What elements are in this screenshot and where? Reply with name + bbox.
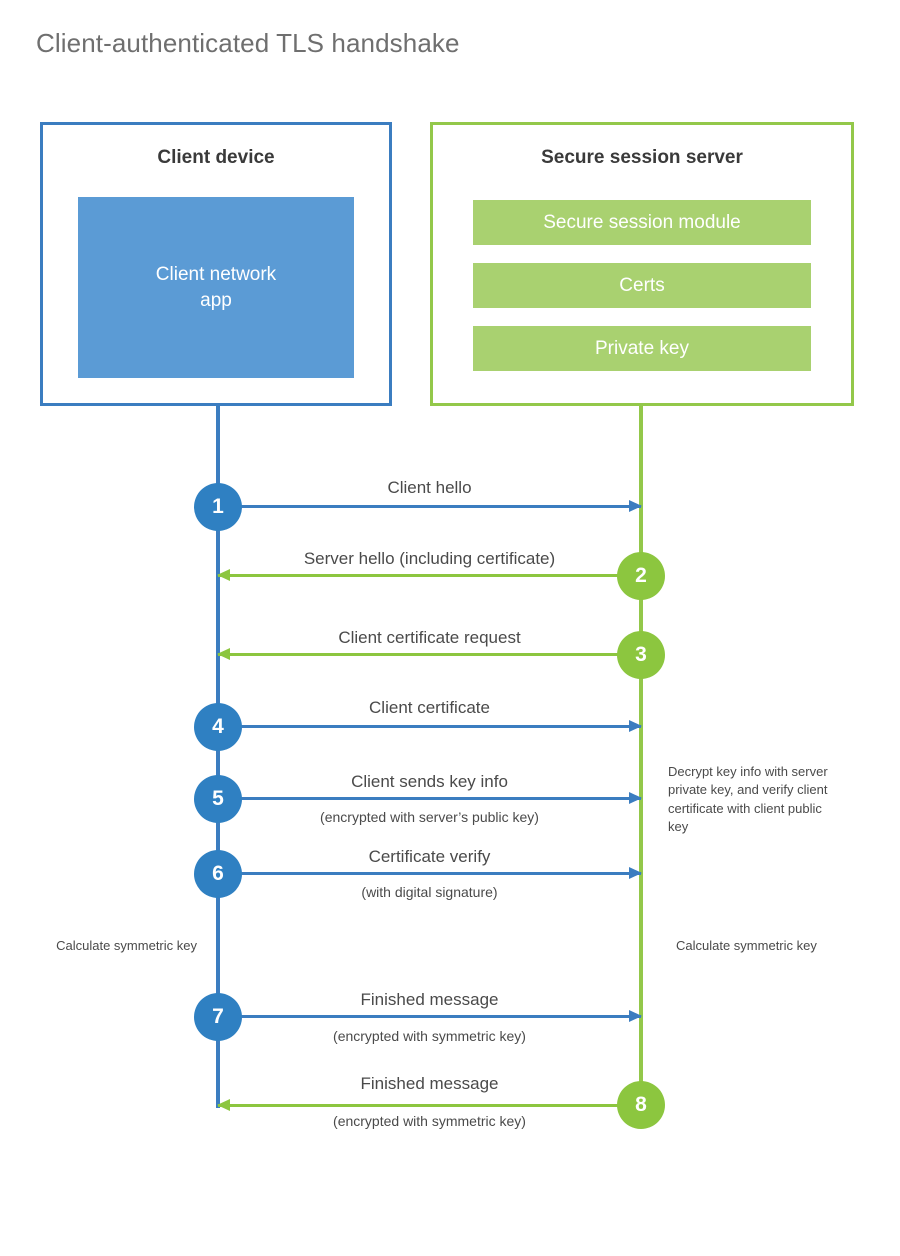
step-8-label: Finished message bbox=[360, 1074, 499, 1093]
step-6-arrow bbox=[218, 867, 642, 879]
step-1-marker[interactable]: 1 bbox=[194, 483, 242, 531]
step-6-label: Certificate verify bbox=[368, 847, 491, 866]
page-title: Client-authenticated TLS handshake bbox=[36, 28, 460, 58]
server-component-label: Secure session module bbox=[543, 211, 741, 233]
step-3-arrow bbox=[217, 648, 641, 660]
step-1-arrow bbox=[218, 500, 642, 512]
arrow-head-icon bbox=[217, 648, 230, 660]
arrow-shaft bbox=[218, 1015, 641, 1018]
arrow-shaft bbox=[218, 797, 641, 800]
step-4-arrow bbox=[218, 720, 642, 732]
step-3-label: Client certificate request bbox=[338, 628, 521, 647]
step-5-sublabel: (encrypted with server’s public key) bbox=[320, 809, 539, 825]
server-component-label: Certs bbox=[619, 274, 665, 296]
secure-session-server-box: Secure session server Secure session mod… bbox=[430, 122, 854, 406]
client-network-app-block: Client network app bbox=[78, 197, 354, 378]
step-7-label: Finished message bbox=[360, 990, 499, 1009]
server-decrypt-note: Decrypt key info with server private key… bbox=[668, 764, 828, 835]
step-number: 1 bbox=[212, 495, 224, 518]
secure-session-server-title: Secure session server bbox=[541, 147, 743, 168]
arrow-head-icon bbox=[629, 720, 642, 732]
step-7-sublabel: (encrypted with symmetric key) bbox=[333, 1028, 526, 1044]
server-component-private-key: Private key bbox=[473, 326, 811, 371]
client-device-box: Client device Client network app bbox=[40, 122, 392, 406]
step-number: 3 bbox=[635, 643, 647, 666]
step-7-arrow bbox=[218, 1010, 642, 1022]
server-component-secure-session-module: Secure session module bbox=[473, 200, 811, 245]
client-calculate-symmetric-key-note: Calculate symmetric key bbox=[56, 938, 197, 953]
arrow-head-icon bbox=[629, 792, 642, 804]
arrow-head-icon bbox=[217, 569, 230, 581]
step-4-marker[interactable]: 4 bbox=[194, 703, 242, 751]
arrow-shaft bbox=[218, 505, 641, 508]
arrow-shaft bbox=[218, 653, 641, 656]
client-network-app-label: Client network app bbox=[155, 263, 277, 311]
step-number: 5 bbox=[212, 787, 224, 810]
step-5-label: Client sends key info bbox=[351, 772, 508, 791]
server-calculate-symmetric-key-note: Calculate symmetric key bbox=[676, 938, 817, 953]
step-number: 8 bbox=[635, 1093, 647, 1116]
step-number: 2 bbox=[635, 564, 647, 587]
step-8-sublabel: (encrypted with symmetric key) bbox=[333, 1113, 526, 1129]
arrow-head-icon bbox=[629, 500, 642, 512]
arrow-shaft bbox=[218, 1104, 641, 1107]
client-lifeline bbox=[216, 405, 220, 1108]
step-6-marker[interactable]: 6 bbox=[194, 850, 242, 898]
server-component-certs: Certs bbox=[473, 263, 811, 308]
step-number: 7 bbox=[212, 1005, 224, 1028]
step-8-arrow bbox=[217, 1099, 641, 1111]
step-2-label: Server hello (including certificate) bbox=[303, 549, 556, 568]
step-1-label: Client hello bbox=[387, 478, 472, 497]
step-5-marker[interactable]: 5 bbox=[194, 775, 242, 823]
step-3-marker[interactable]: 3 bbox=[617, 631, 665, 679]
step-7-marker[interactable]: 7 bbox=[194, 993, 242, 1041]
server-component-label: Private key bbox=[595, 337, 689, 359]
arrow-head-icon bbox=[629, 867, 642, 879]
step-6-sublabel: (with digital signature) bbox=[361, 884, 498, 900]
client-device-title: Client device bbox=[157, 147, 275, 168]
arrow-shaft bbox=[218, 725, 641, 728]
step-number: 6 bbox=[212, 862, 224, 885]
step-8-marker[interactable]: 8 bbox=[617, 1081, 665, 1129]
step-number: 4 bbox=[212, 715, 224, 738]
arrow-head-icon bbox=[217, 1099, 230, 1111]
step-5-arrow bbox=[218, 792, 642, 804]
server-lifeline bbox=[639, 405, 643, 1106]
step-2-marker[interactable]: 2 bbox=[617, 552, 665, 600]
arrow-shaft bbox=[218, 574, 641, 577]
step-4-label: Client certificate bbox=[369, 698, 490, 717]
step-2-arrow bbox=[217, 569, 641, 581]
arrow-head-icon bbox=[629, 1010, 642, 1022]
arrow-shaft bbox=[218, 872, 641, 875]
